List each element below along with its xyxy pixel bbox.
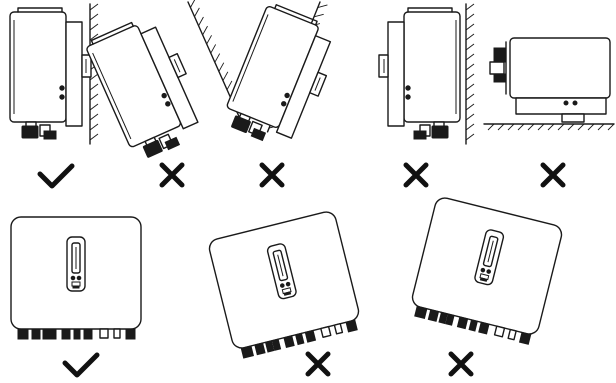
front-rotated-right-figure [206,209,364,361]
check-mark-2 [65,355,97,375]
side-wall-vertical-figure [9,3,99,145]
cross-mark-5 [308,354,328,374]
cross-mark-1 [162,165,182,185]
front-upright-figure [10,216,142,340]
cross-mark-2 [262,165,282,185]
side-lying-on-floor-figure [483,37,615,131]
side-tilted-back-figure [83,0,253,165]
front-rotated-left-figure [407,195,565,347]
cross-mark-4 [543,165,563,185]
side-mounted-reversed-figure [378,3,475,145]
check-mark-1 [40,166,72,186]
side-tilted-forward-figure [219,1,345,155]
cross-mark-3 [406,165,426,185]
cross-mark-6 [451,354,471,374]
